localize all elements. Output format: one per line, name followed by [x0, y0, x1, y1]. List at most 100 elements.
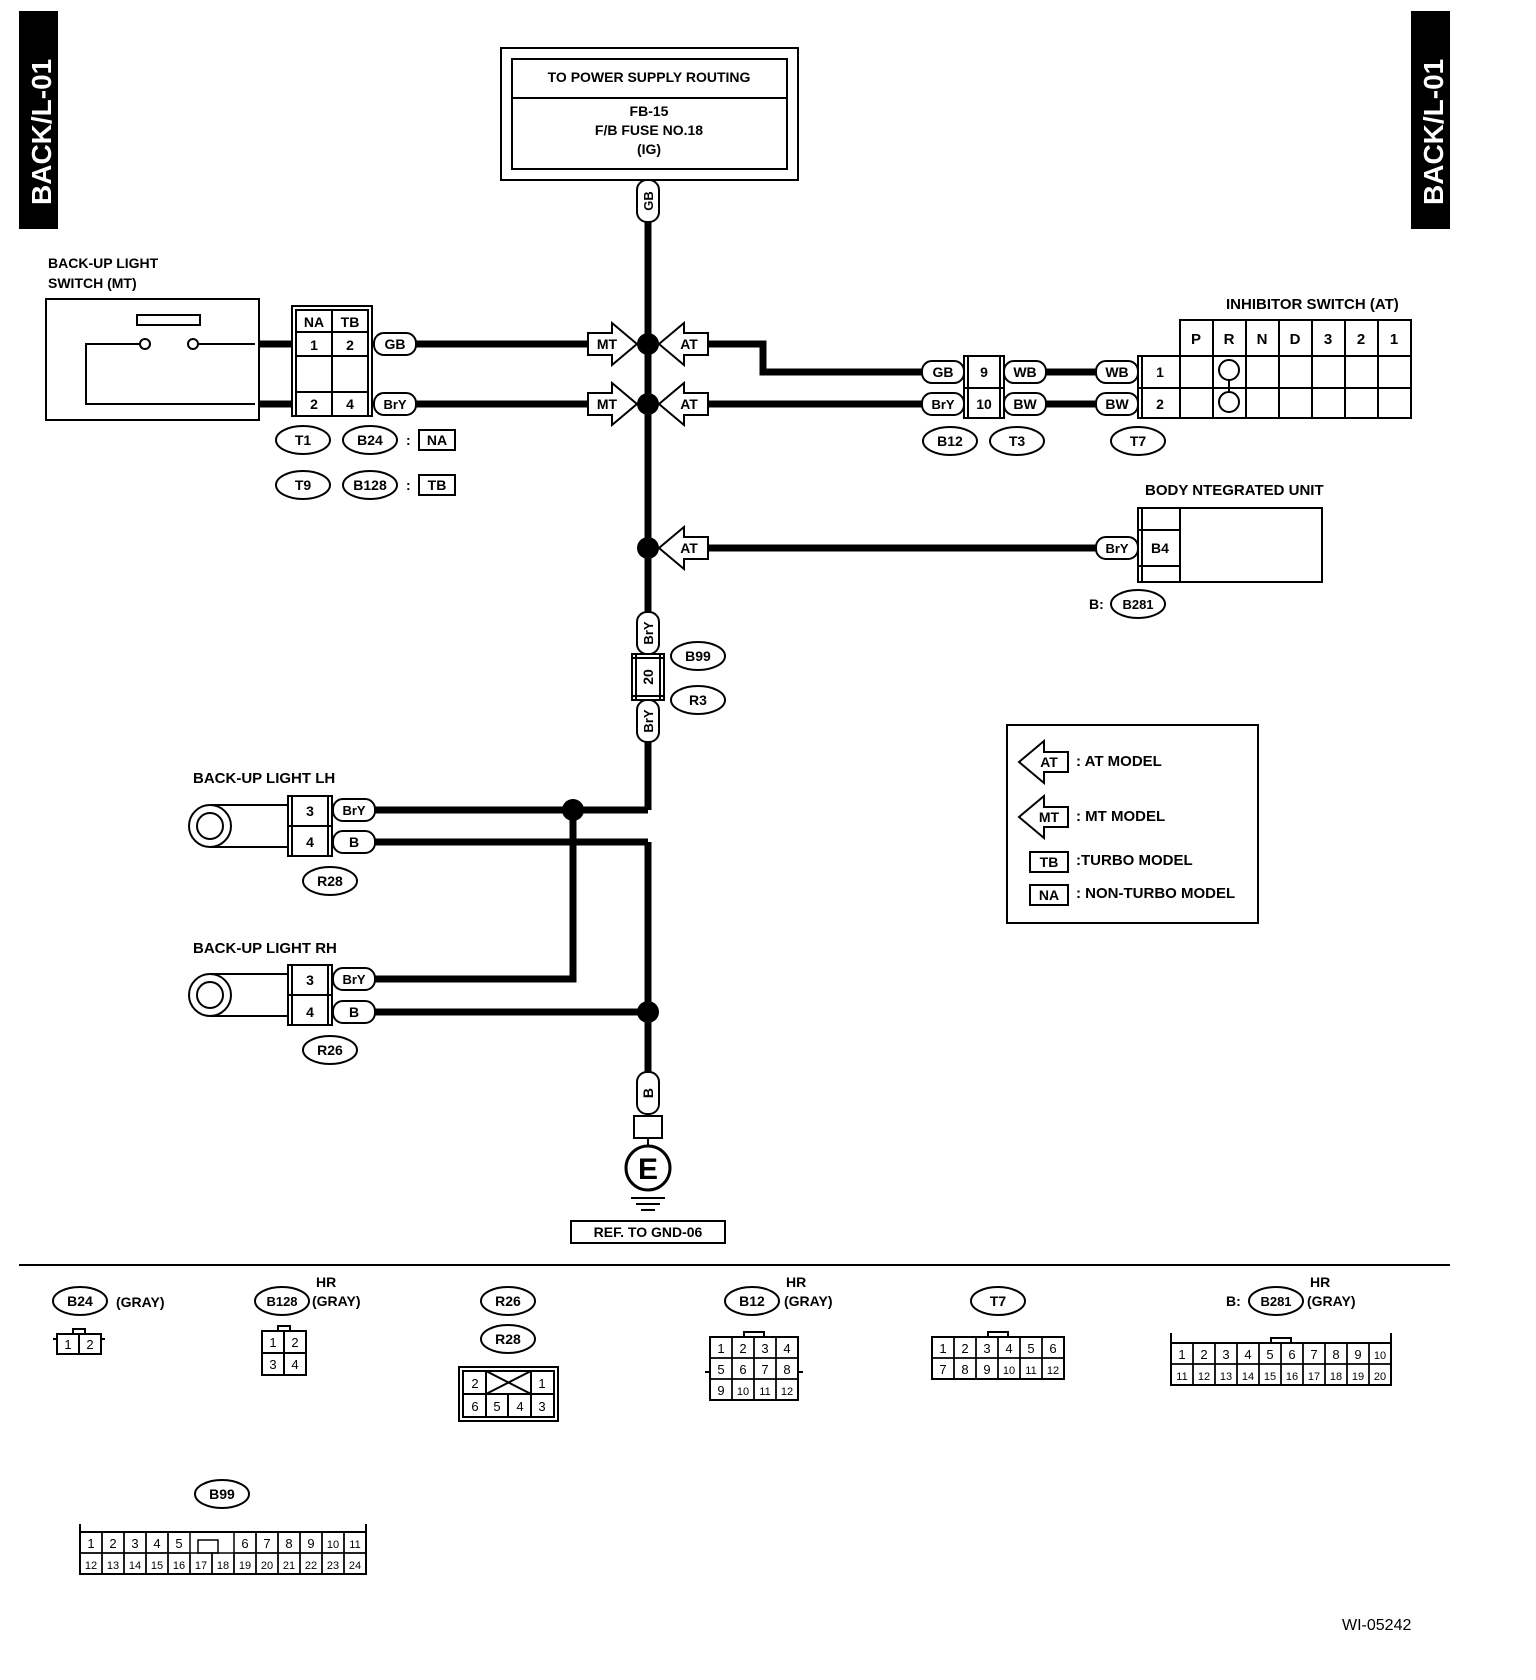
wire-label-b-rh: B — [332, 1000, 376, 1024]
wire-label-bry-body: BrY — [1095, 536, 1139, 560]
pin-label: 3 — [1222, 1347, 1229, 1362]
backup-rh-label: BACK-UP LIGHT RH — [193, 940, 337, 957]
connector-id-b128: B128 — [342, 470, 398, 500]
tag-na: NA — [418, 429, 456, 451]
svg-text:R28: R28 — [495, 1331, 521, 1347]
svg-text:(GRAY): (GRAY) — [784, 1293, 833, 1309]
side-tab-right-text: BACK/L-01 — [1418, 59, 1449, 205]
pin-label: 18 — [217, 1560, 229, 1572]
svg-text:3: 3 — [269, 1357, 276, 1372]
pin-label: 7 — [1310, 1347, 1317, 1362]
pin-label: 9 — [307, 1536, 314, 1551]
svg-text:B4: B4 — [1151, 540, 1169, 556]
svg-text:AT: AT — [680, 336, 698, 352]
pin-label: 14 — [129, 1560, 141, 1572]
svg-text:B: B — [349, 1004, 359, 1020]
pin-label: 11 — [1176, 1371, 1187, 1383]
svg-text:: NON-TURBO MODEL: : NON-TURBO MODEL — [1076, 885, 1235, 902]
svg-text:T7: T7 — [1130, 433, 1147, 449]
side-tab-left: BACK/L-01 — [19, 11, 58, 229]
svg-text:NA: NA — [427, 432, 447, 448]
pin-label: 1 — [717, 1341, 724, 1356]
power-supply-box: TO POWER SUPPLY ROUTING FB-15 F/B FUSE N… — [500, 47, 799, 181]
svg-text:(GRAY): (GRAY) — [1307, 1293, 1356, 1309]
power-box-line2: F/B FUSE NO.18 — [595, 122, 703, 138]
svg-text:BrY: BrY — [1105, 541, 1128, 556]
connector-id-b24: B24 — [342, 425, 398, 455]
svg-text:P: P — [1191, 331, 1201, 348]
svg-text:B:: B: — [1089, 596, 1104, 612]
pin-label: 7 — [939, 1362, 946, 1377]
svg-text::TURBO MODEL: :TURBO MODEL — [1076, 852, 1193, 869]
svg-text:B: B — [349, 834, 359, 850]
svg-text:MT: MT — [1039, 809, 1060, 825]
wire-label-gb-b12: GB — [921, 360, 965, 384]
pin-label: 20 — [261, 1560, 273, 1572]
connector-view-b128: HR B128 (GRAY) 1 2 3 4 — [254, 1274, 361, 1376]
pin-label: 4 — [1005, 1341, 1012, 1356]
pin-label: 10 — [1374, 1350, 1386, 1362]
svg-text:D: D — [1290, 331, 1301, 348]
svg-text:B24: B24 — [67, 1293, 93, 1309]
svg-text:B99: B99 — [209, 1486, 235, 1502]
svg-text:BrY: BrY — [342, 972, 365, 987]
inhibitor-switch: INHIBITOR SWITCH (AT) 1 2 P R N D 3 2 1 — [1137, 296, 1412, 419]
pin-label: 1 — [939, 1341, 946, 1356]
connector-view-r26-r28: R26 R28 2 1 6 5 4 3 — [458, 1286, 559, 1422]
junction-tag-at-body: AT — [657, 524, 709, 572]
pin-label: 19 — [239, 1560, 251, 1572]
svg-text:GB: GB — [641, 191, 656, 211]
junction-tag-at-upper: AT — [657, 320, 709, 368]
svg-text:E: E — [638, 1153, 658, 1186]
svg-text:4: 4 — [516, 1399, 523, 1414]
svg-text:B128: B128 — [353, 477, 387, 493]
pin-label: 20 — [1374, 1371, 1386, 1383]
power-box-line3: (IG) — [637, 141, 661, 157]
svg-text:BrY: BrY — [641, 621, 656, 644]
inhibitor-title: INHIBITOR SWITCH (AT) — [1226, 296, 1399, 313]
backup-light-rh: BACK-UP LIGHT RH 3 4 BrY B R26 — [188, 940, 376, 1065]
junction-tag-mt-lower: MT — [587, 380, 639, 428]
connector-b99-r3: 20 — [631, 653, 665, 701]
svg-text:BW: BW — [1105, 396, 1129, 412]
connector-id-r3: R3 — [670, 685, 726, 715]
wire-label-b-lh: B — [332, 830, 376, 854]
power-box-title: TO POWER SUPPLY ROUTING — [548, 69, 751, 85]
svg-text:B281: B281 — [1122, 597, 1153, 612]
pin-label: 9 — [983, 1362, 990, 1377]
svg-text:3: 3 — [1324, 331, 1332, 348]
svg-text:BW: BW — [1013, 396, 1037, 412]
svg-text:: AT MODEL: : AT MODEL — [1076, 753, 1162, 770]
pin-label: 2 — [109, 1536, 116, 1551]
connector-id-b12: B12 — [922, 426, 978, 456]
pin-label: 14 — [1242, 1371, 1254, 1383]
svg-text:2: 2 — [1156, 396, 1164, 412]
pin-label: 10 — [737, 1386, 749, 1398]
pin-label: 11 — [349, 1539, 360, 1551]
svg-text:B12: B12 — [739, 1293, 765, 1309]
pin-label: 6 — [739, 1362, 746, 1377]
svg-text:GB: GB — [385, 336, 406, 352]
wire-label-bry-switch: BrY — [373, 392, 417, 416]
pin-label: 24 — [349, 1560, 361, 1572]
svg-text:R28: R28 — [317, 873, 343, 889]
wire-label-bry-rh: BrY — [332, 967, 376, 991]
connector-id-t7: T7 — [1110, 426, 1166, 456]
pin-label: 6 — [1288, 1347, 1295, 1362]
svg-text:T3: T3 — [1009, 433, 1026, 449]
svg-text:B12: B12 — [937, 433, 963, 449]
pin-label: 23 — [327, 1560, 339, 1572]
pin-label: 19 — [1352, 1371, 1364, 1383]
svg-text:2: 2 — [471, 1376, 478, 1391]
svg-text:1: 1 — [1156, 364, 1164, 380]
ground-ref: REF. TO GND-06 — [594, 1224, 703, 1240]
pin-label: 21 — [283, 1560, 295, 1572]
wire-label-bw-t3: BW — [1003, 392, 1047, 416]
wire-label-wb-t3: WB — [1003, 360, 1047, 384]
svg-text:1: 1 — [538, 1376, 545, 1391]
svg-text:R26: R26 — [495, 1293, 521, 1309]
svg-text:BrY: BrY — [342, 803, 365, 818]
pin-label: 1 — [1178, 1347, 1185, 1362]
svg-text:4: 4 — [306, 1004, 314, 1020]
svg-text:(GRAY): (GRAY) — [312, 1293, 361, 1309]
